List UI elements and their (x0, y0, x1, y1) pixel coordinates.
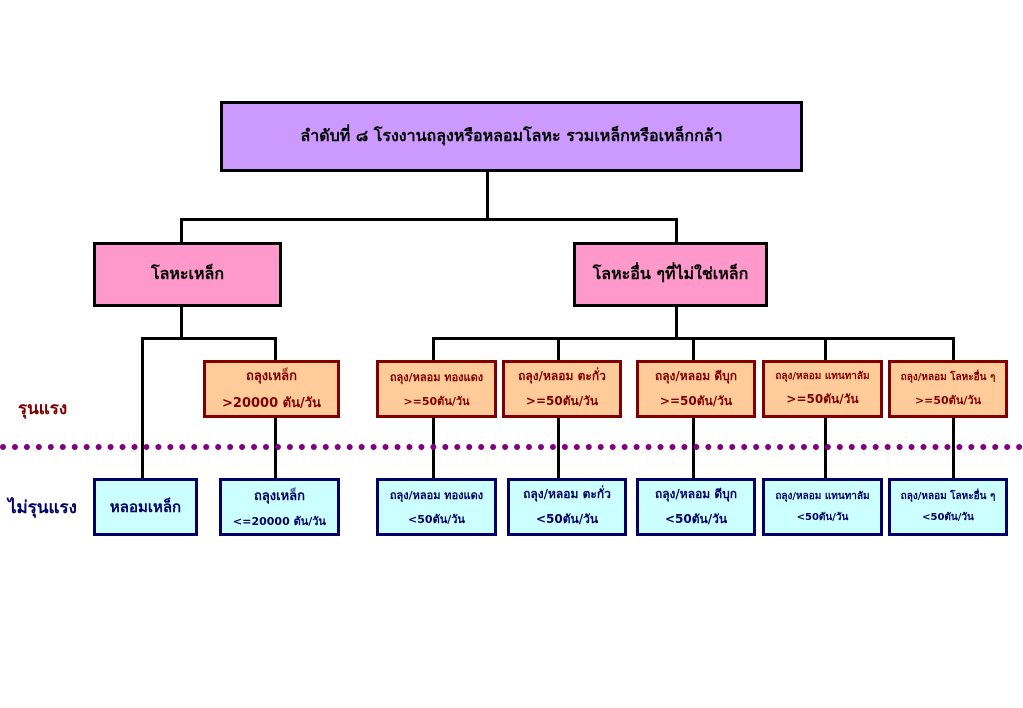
connector-iron-right-down (274, 337, 277, 362)
nonsevere-node-lead: ถลุง/หลอม ตะกั่ว <50ตัน/วัน (507, 478, 627, 536)
nonsevere-node-iron-smelting: ถลุงเหล็ก <=20000 ตัน/วัน (219, 478, 340, 536)
connector-level2-horizontal (180, 218, 678, 221)
connector-nonferrous-down (675, 305, 678, 339)
connector-iron-left-down (141, 337, 144, 480)
node-ferrous: โลหะเหล็ก (93, 242, 282, 307)
node-ferrous-label: โลหะเหล็ก (150, 264, 225, 283)
severe-node-iron-smelting: ถลุงเหล็ก >20000 ตัน/วัน (203, 360, 340, 418)
connector-tantalum-down (824, 337, 827, 362)
connector-iron-down (180, 305, 183, 339)
nonsevere-label: ไม่รุนแรง (8, 498, 77, 518)
connector-tin-down (692, 337, 695, 362)
root-node: ลำดับที่ ๘ โรงงานถลุงหรือหลอมโลหะ รวมเหล… (220, 101, 803, 172)
root-node-label: ลำดับที่ ๘ โรงงานถลุงหรือหลอมโลหะ รวมเหล… (300, 126, 723, 145)
nonsevere-node-copper: ถลุง/หลอม ทองแดง <50ตัน/วัน (376, 478, 497, 536)
connector-copper-down (432, 337, 435, 362)
nonsevere-node-iron-melting: หลอมเหล็ก (93, 478, 198, 536)
severity-divider (0, 444, 1023, 450)
nonsevere-node-tantalum: ถลุง/หลอม แทนทาลัม <50ตัน/วัน (762, 478, 883, 536)
severe-node-lead: ถลุง/หลอม ตะกั่ว >=50ตัน/วัน (502, 360, 622, 418)
severe-label: รุนแรง (18, 399, 68, 419)
nonsevere-node-tin: ถลุง/หลอม ดีบุก <50ตัน/วัน (636, 478, 756, 536)
severe-node-copper: ถลุง/หลอม ทองแดง >=50ตัน/วัน (376, 360, 497, 418)
connector-root-down (486, 171, 489, 220)
connector-other-down (952, 337, 955, 362)
node-nonferrous-label: โลหะอื่น ๆที่ไม่ใช่เหล็ก (592, 264, 749, 283)
connector-iron-horizontal (141, 337, 277, 340)
severe-node-other-metals: ถลุง/หลอม โลหะอื่น ๆ >=50ตัน/วัน (888, 360, 1008, 418)
connector-to-nonferrous (675, 218, 678, 244)
connector-to-iron (180, 218, 183, 244)
nonsevere-node-other-metals: ถลุง/หลอม โลหะอื่น ๆ <50ตัน/วัน (888, 478, 1008, 536)
severe-node-tin: ถลุง/หลอม ดีบุก >=50ตัน/วัน (636, 360, 756, 418)
severe-node-tantalum: ถลุง/หลอม แทนทาลัม >=50ตัน/วัน (762, 360, 883, 418)
node-nonferrous: โลหะอื่น ๆที่ไม่ใช่เหล็ก (573, 242, 768, 307)
connector-lead-down (557, 337, 560, 362)
